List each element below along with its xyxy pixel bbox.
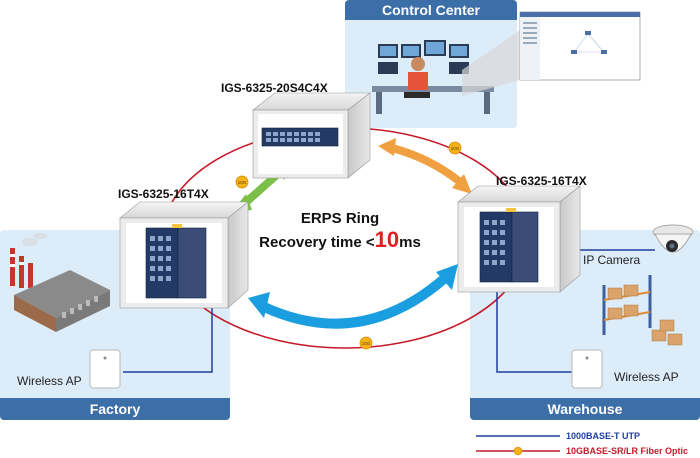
left-switch-label: IGS-6325-16T4X [118, 187, 209, 201]
legend-utp-label: 1000BASE-T UTP [566, 431, 641, 441]
factory-wireless-ap-icon [89, 349, 121, 389]
warehouse-wireless-ap-label: Wireless AP [614, 370, 679, 384]
management-software-screenshot [462, 11, 641, 96]
left-switch-cabinet [119, 201, 249, 309]
svg-text:10G: 10G [451, 146, 460, 151]
ip-camera-icon [652, 224, 694, 253]
recovery-time-value: 10 [374, 227, 400, 252]
warehouse-utp-link-camera [574, 243, 655, 251]
right-switch-label: IGS-6325-16T4X [496, 174, 587, 188]
erps-ring-title: ERPS Ring [300, 210, 380, 227]
svg-text:10G: 10G [238, 180, 247, 185]
legend-fiber-badge [513, 446, 523, 456]
orange-bidirectional-arrow [378, 138, 472, 194]
10g-badge: 10G [448, 141, 462, 155]
top-switch-cabinet [252, 92, 371, 179]
blue-bidirectional-arrow [248, 264, 458, 329]
factory-title: Factory [0, 398, 230, 420]
warehouse-shelf-illustration [602, 275, 683, 346]
ip-camera-label: IP Camera [583, 253, 641, 267]
10g-badge: 10G [235, 175, 249, 189]
top-switch-label: IGS-6325-20S4C4X [221, 81, 328, 95]
warehouse-utp-link-ap [496, 290, 575, 373]
10g-badge: 10G [359, 336, 373, 350]
factory-illustration [10, 233, 110, 332]
operator-workstation-illustration [372, 40, 494, 114]
recovery-time-prefix: Recovery time < [259, 234, 375, 251]
legend-fiber-label: 10GBASE-SR/LR Fiber Optic [566, 446, 689, 456]
erps-ring-caption: ERPS Ring Recovery time <10ms [230, 208, 450, 253]
control-center-title: Control Center [345, 0, 517, 20]
warehouse-title: Warehouse [470, 398, 700, 420]
svg-text:10G: 10G [362, 341, 371, 346]
recovery-time-unit: ms [399, 234, 421, 251]
recovery-time-line: Recovery time <10ms [230, 229, 450, 253]
factory-wireless-ap-label: Wireless AP [17, 374, 82, 388]
warehouse-wireless-ap-icon [571, 349, 603, 389]
top-switch-device [261, 127, 339, 147]
factory-utp-link [123, 305, 213, 373]
right-switch-cabinet [457, 185, 581, 293]
